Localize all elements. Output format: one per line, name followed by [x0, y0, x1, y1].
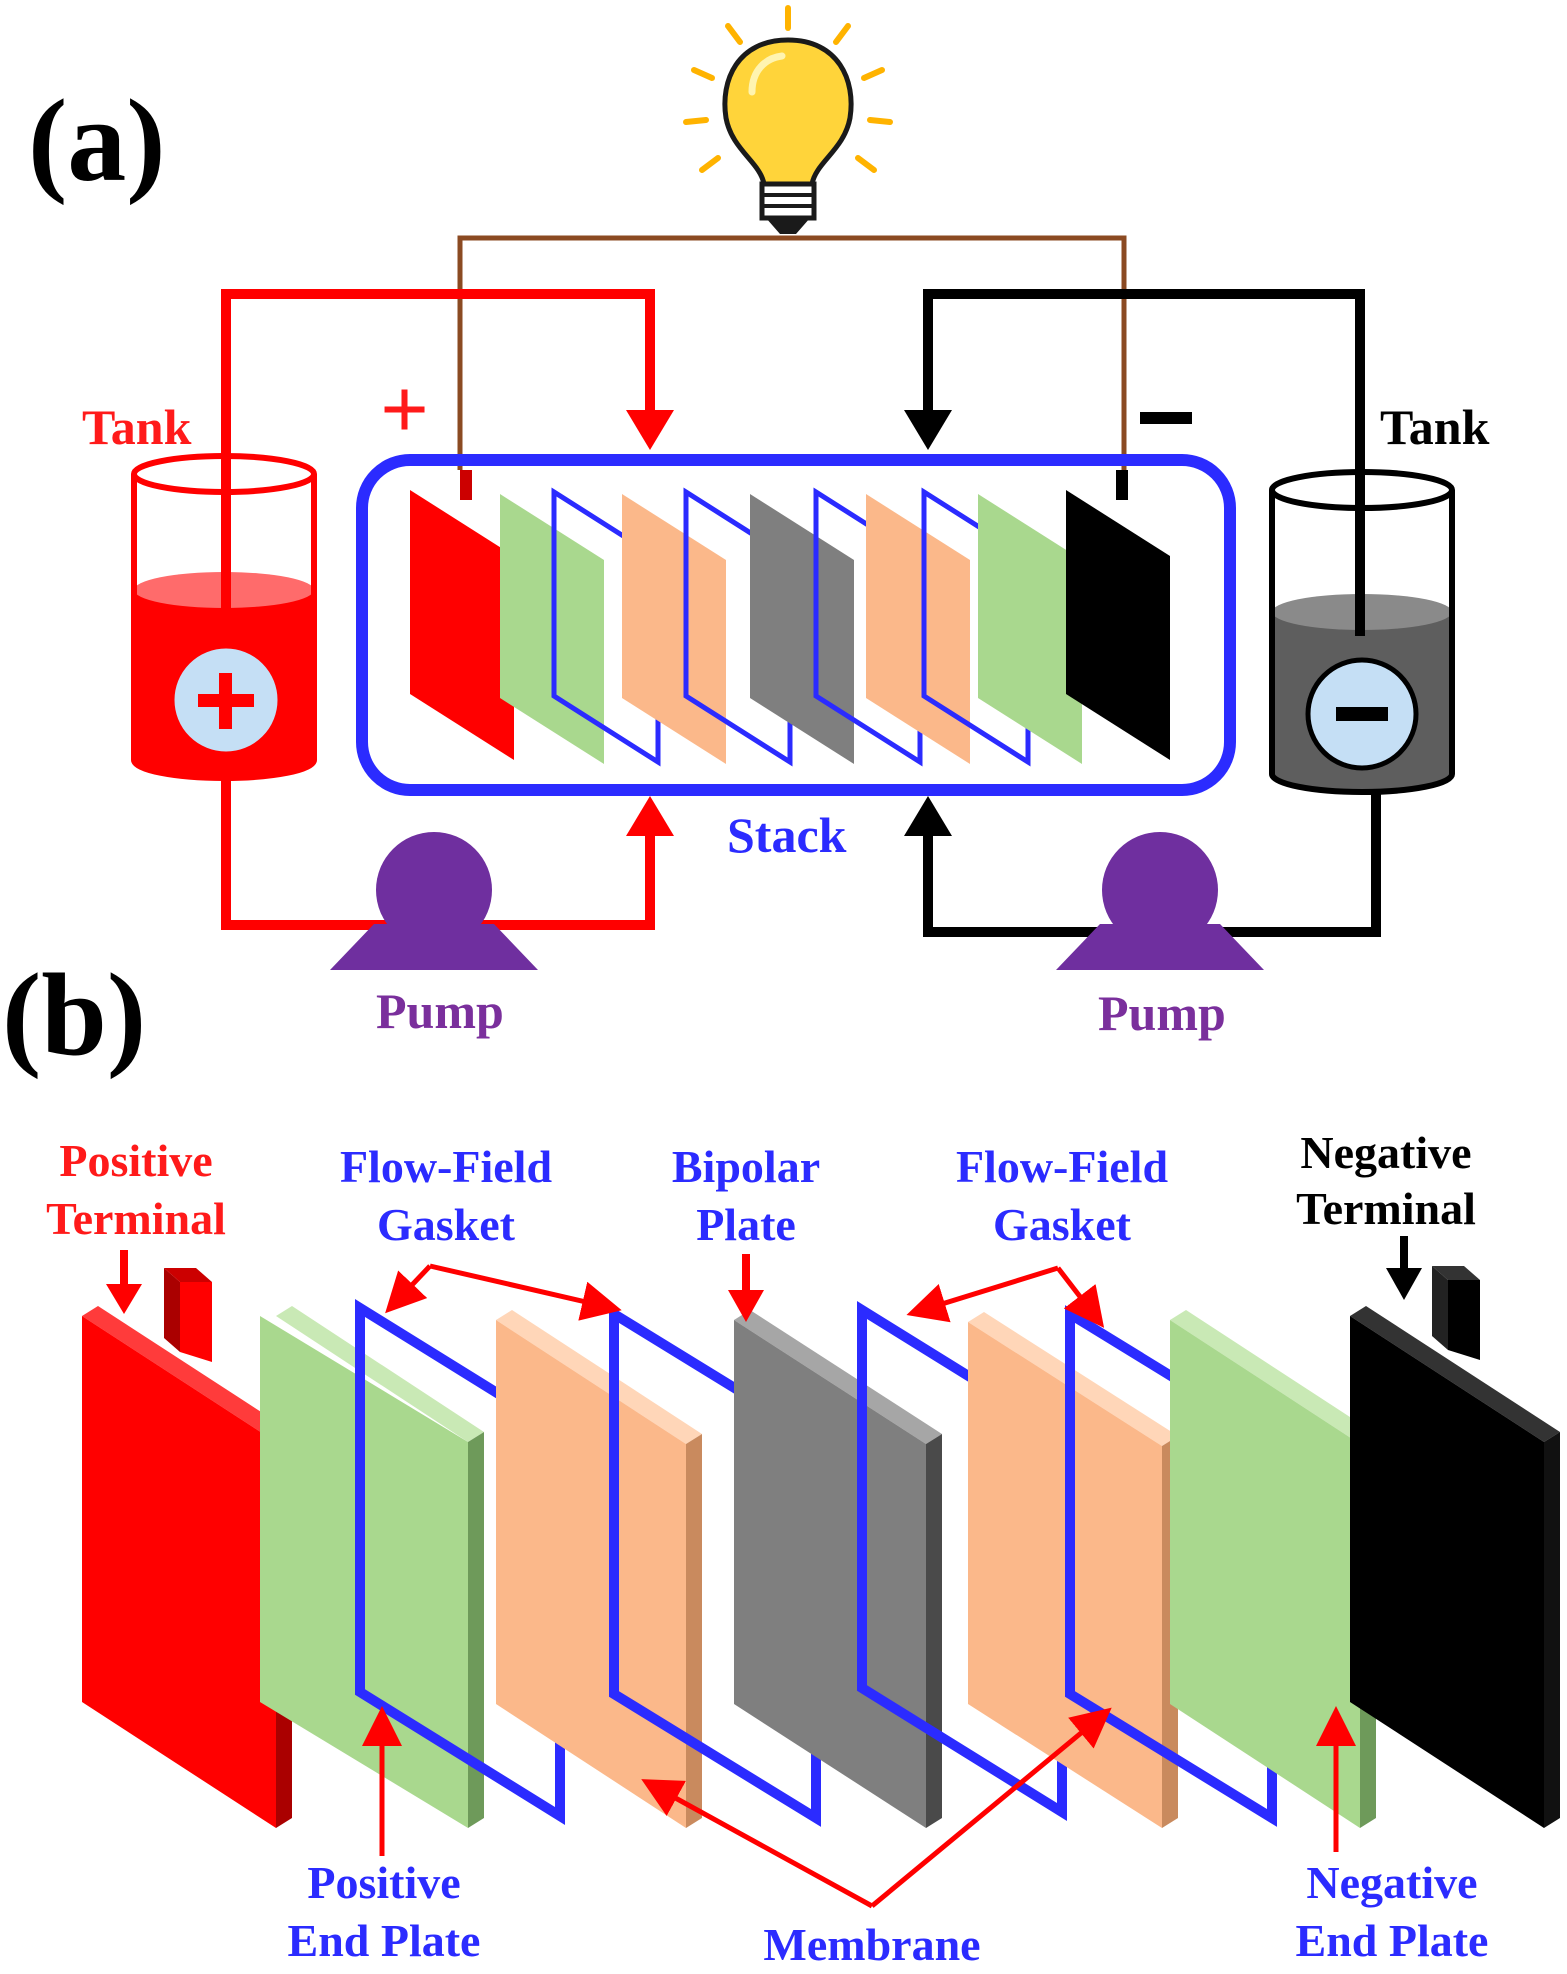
membrane-1	[496, 1310, 702, 1828]
svg-text:Bipolar: Bipolar	[672, 1141, 820, 1192]
arrow-into-stack-bottom-negative	[904, 796, 952, 836]
svg-text:End Plate: End Plate	[288, 1915, 481, 1966]
label-flow-field-gasket-left: Flow-Field Gasket	[340, 1141, 552, 1250]
svg-text:Negative: Negative	[1300, 1127, 1471, 1178]
svg-text:Terminal: Terminal	[46, 1193, 226, 1244]
arrow-into-stack-top-negative	[904, 410, 952, 450]
panel-a: (a)	[28, 5, 1490, 1041]
negative-end-plate	[1170, 1310, 1376, 1828]
label-bipolar-plate: Bipolar Plate	[672, 1141, 820, 1250]
pump-right-icon	[1056, 832, 1264, 970]
panel-a-label: (a)	[28, 75, 166, 206]
stack-label: Stack	[727, 807, 847, 863]
label-positive-terminal: Positive Terminal	[46, 1135, 226, 1244]
svg-text:Gasket: Gasket	[377, 1199, 516, 1250]
pump-left-label: Pump	[376, 983, 504, 1039]
pump-left-icon	[330, 832, 538, 970]
svg-text:Flow-Field: Flow-Field	[956, 1141, 1168, 1192]
pump-right-label: Pump	[1098, 985, 1226, 1041]
svg-text:Flow-Field: Flow-Field	[340, 1141, 552, 1192]
svg-text:Plate: Plate	[696, 1199, 796, 1250]
negative-terminal-plate	[1350, 1266, 1560, 1828]
positive-terminal-plate	[82, 1268, 292, 1828]
label-positive-end-plate: Positive End Plate	[288, 1857, 481, 1966]
stack-box	[356, 454, 1236, 796]
svg-text:Gasket: Gasket	[993, 1199, 1132, 1250]
label-negative-end-plate: Negative End Plate	[1296, 1857, 1489, 1966]
tank-positive-label: Tank	[82, 399, 192, 455]
external-wire	[457, 235, 1127, 470]
stack-plates-b	[82, 1266, 1560, 1828]
svg-text:Positive: Positive	[59, 1135, 212, 1186]
plus-terminal-sign: +	[380, 361, 429, 457]
label-negative-terminal: Negative Terminal	[1296, 1127, 1476, 1234]
bipolar-plate	[734, 1310, 942, 1828]
svg-text:Terminal: Terminal	[1296, 1183, 1476, 1234]
panel-b: (b)	[2, 949, 1560, 1970]
stack-plates-a	[410, 470, 1170, 767]
svg-text:Positive: Positive	[307, 1857, 460, 1908]
panel-b-label: (b)	[2, 949, 146, 1080]
label-membrane: Membrane	[763, 1919, 980, 1969]
arrow-into-stack-top-positive	[626, 410, 674, 450]
light-bulb-icon	[683, 5, 893, 234]
tank-negative-label: Tank	[1380, 399, 1490, 455]
arrow-into-stack-bottom-positive	[626, 796, 674, 836]
flow-field-gasket-1	[355, 1299, 565, 1825]
pointer-arrows	[106, 1236, 1422, 1909]
label-flow-field-gasket-right: Flow-Field Gasket	[956, 1141, 1168, 1250]
svg-text:Negative: Negative	[1306, 1857, 1477, 1908]
minus-terminal-sign	[1140, 412, 1192, 424]
svg-text:End Plate: End Plate	[1296, 1915, 1489, 1966]
